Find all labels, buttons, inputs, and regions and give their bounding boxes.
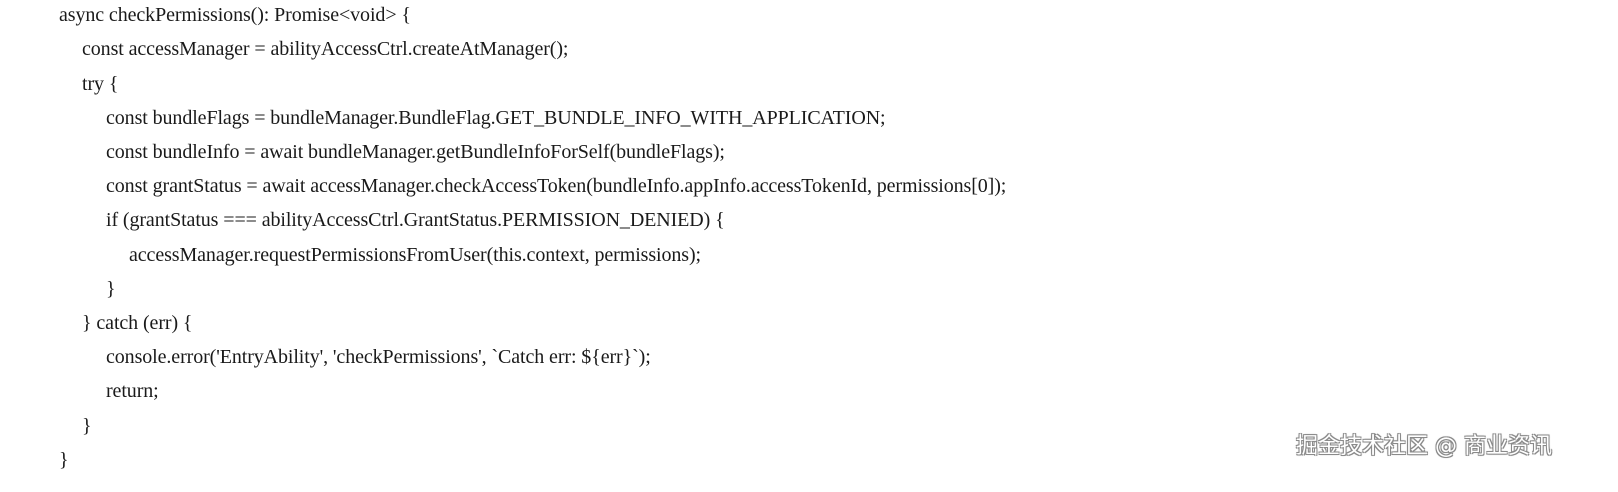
code-line-13: } xyxy=(82,415,92,437)
code-line-6: const grantStatus = await accessManager.… xyxy=(106,175,1007,197)
code-line-9: } xyxy=(106,278,116,300)
code-line-3: try { xyxy=(82,73,119,95)
code-line-7: if (grantStatus === abilityAccessCtrl.Gr… xyxy=(106,209,725,231)
code-line-10: } catch (err) { xyxy=(82,312,193,334)
code-line-12: return; xyxy=(106,380,159,402)
code-line-2: const accessManager = abilityAccessCtrl.… xyxy=(82,38,569,60)
code-line-14: } xyxy=(59,449,69,471)
code-line-1: async checkPermissions(): Promise<void> … xyxy=(59,4,411,26)
code-line-5: const bundleInfo = await bundleManager.g… xyxy=(106,141,725,163)
code-line-4: const bundleFlags = bundleManager.Bundle… xyxy=(106,107,886,129)
code-line-11: console.error('EntryAbility', 'checkPerm… xyxy=(106,346,651,368)
watermark: 掘金技术社区 @ 商业资讯 xyxy=(1296,434,1552,459)
code-line-8: accessManager.requestPermissionsFromUser… xyxy=(129,244,701,266)
